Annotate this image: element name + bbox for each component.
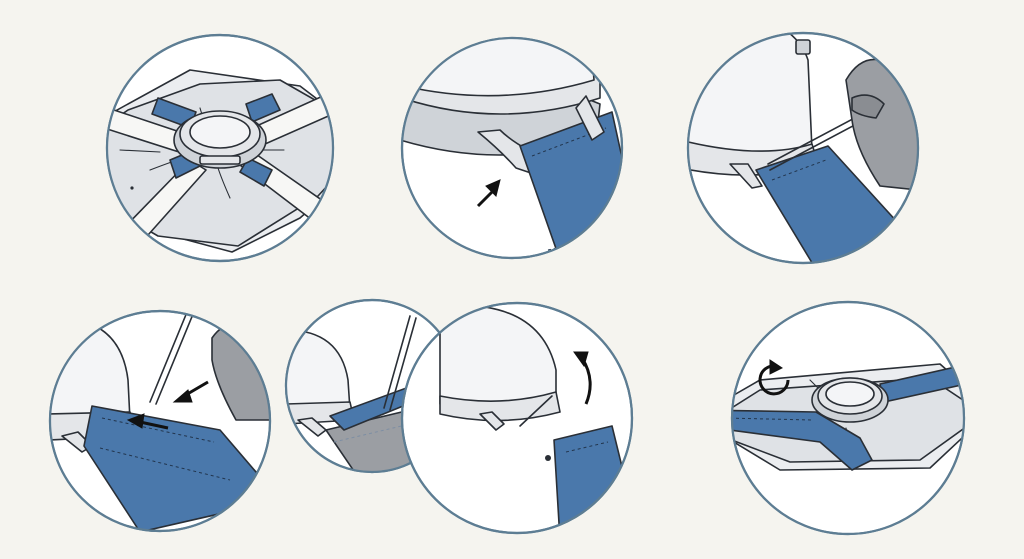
step-3-panel bbox=[686, 31, 920, 265]
rotate-icon bbox=[758, 359, 790, 396]
compress-arrow-icon bbox=[172, 380, 209, 403]
pointer-arrow-icon bbox=[476, 179, 501, 208]
step-2-panel bbox=[400, 36, 624, 260]
step-1-panel bbox=[105, 33, 335, 263]
slide-arrow-icon bbox=[126, 413, 169, 430]
step-7-panel bbox=[730, 300, 966, 536]
step-6-panel bbox=[400, 301, 634, 535]
curved-arrow-icon bbox=[573, 351, 592, 405]
step-4-panel bbox=[48, 309, 272, 533]
